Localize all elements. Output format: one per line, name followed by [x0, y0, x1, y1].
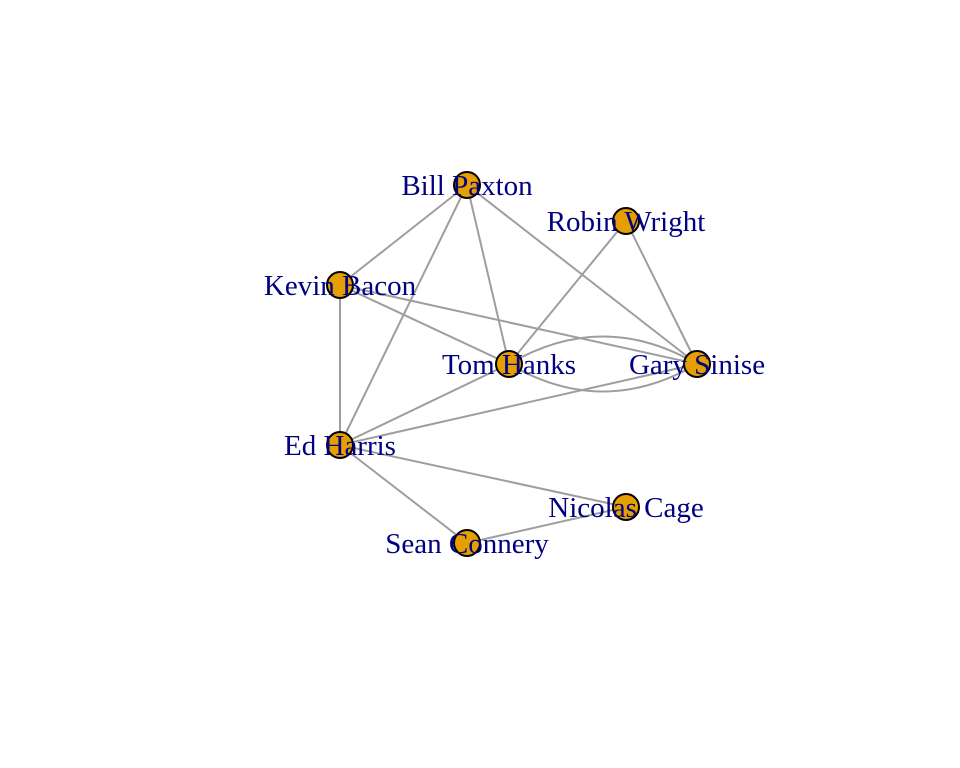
node-robin-wright [612, 207, 640, 235]
edge-kevin_bacon-gary_sinise [339, 284, 698, 365]
node-label-bill-paxton: Bill Paxton [401, 170, 533, 202]
node-ed-harris [326, 431, 354, 459]
edge-bill_paxton-kevin_bacon [339, 184, 468, 286]
node-sean-connery [453, 529, 481, 557]
edge-ed_harris-sean_connery [339, 444, 468, 544]
node-tom-hanks [495, 350, 523, 378]
edge-gary_sinise-ed_harris [339, 363, 698, 446]
node-gary-sinise [683, 350, 711, 378]
edge-robin_wright-tom_hanks [508, 220, 627, 365]
edge-nicolas_cage-sean_connery [466, 506, 627, 544]
node-nicolas-cage [612, 493, 640, 521]
node-label-ed-harris: Ed Harris [284, 430, 396, 462]
node-bill-paxton [453, 171, 481, 199]
edges-layer [339, 184, 698, 544]
node-label-robin-wright: Robin Wright [547, 206, 706, 238]
node-label-tom-hanks: Tom Hanks [442, 349, 576, 381]
edge-tom_hanks-gary_sinise [508, 335, 698, 365]
nodes-layer [326, 171, 711, 557]
edge-tom_hanks-gary_sinise [508, 363, 698, 393]
edge-ed_harris-nicolas_cage [339, 444, 627, 508]
edge-bill_paxton-tom_hanks [466, 184, 510, 365]
node-label-kevin-bacon: Kevin Bacon [264, 270, 417, 302]
node-label-nicolas-cage: Nicolas Cage [548, 492, 703, 524]
edge-tom_hanks-ed_harris [339, 363, 510, 446]
node-kevin-bacon [326, 271, 354, 299]
node-label-gary-sinise: Gary Sinise [629, 349, 765, 381]
edge-robin_wright-gary_sinise [625, 220, 698, 365]
edge-kevin_bacon-tom_hanks [339, 284, 510, 365]
node-label-sean-connery: Sean Connery [385, 528, 549, 560]
